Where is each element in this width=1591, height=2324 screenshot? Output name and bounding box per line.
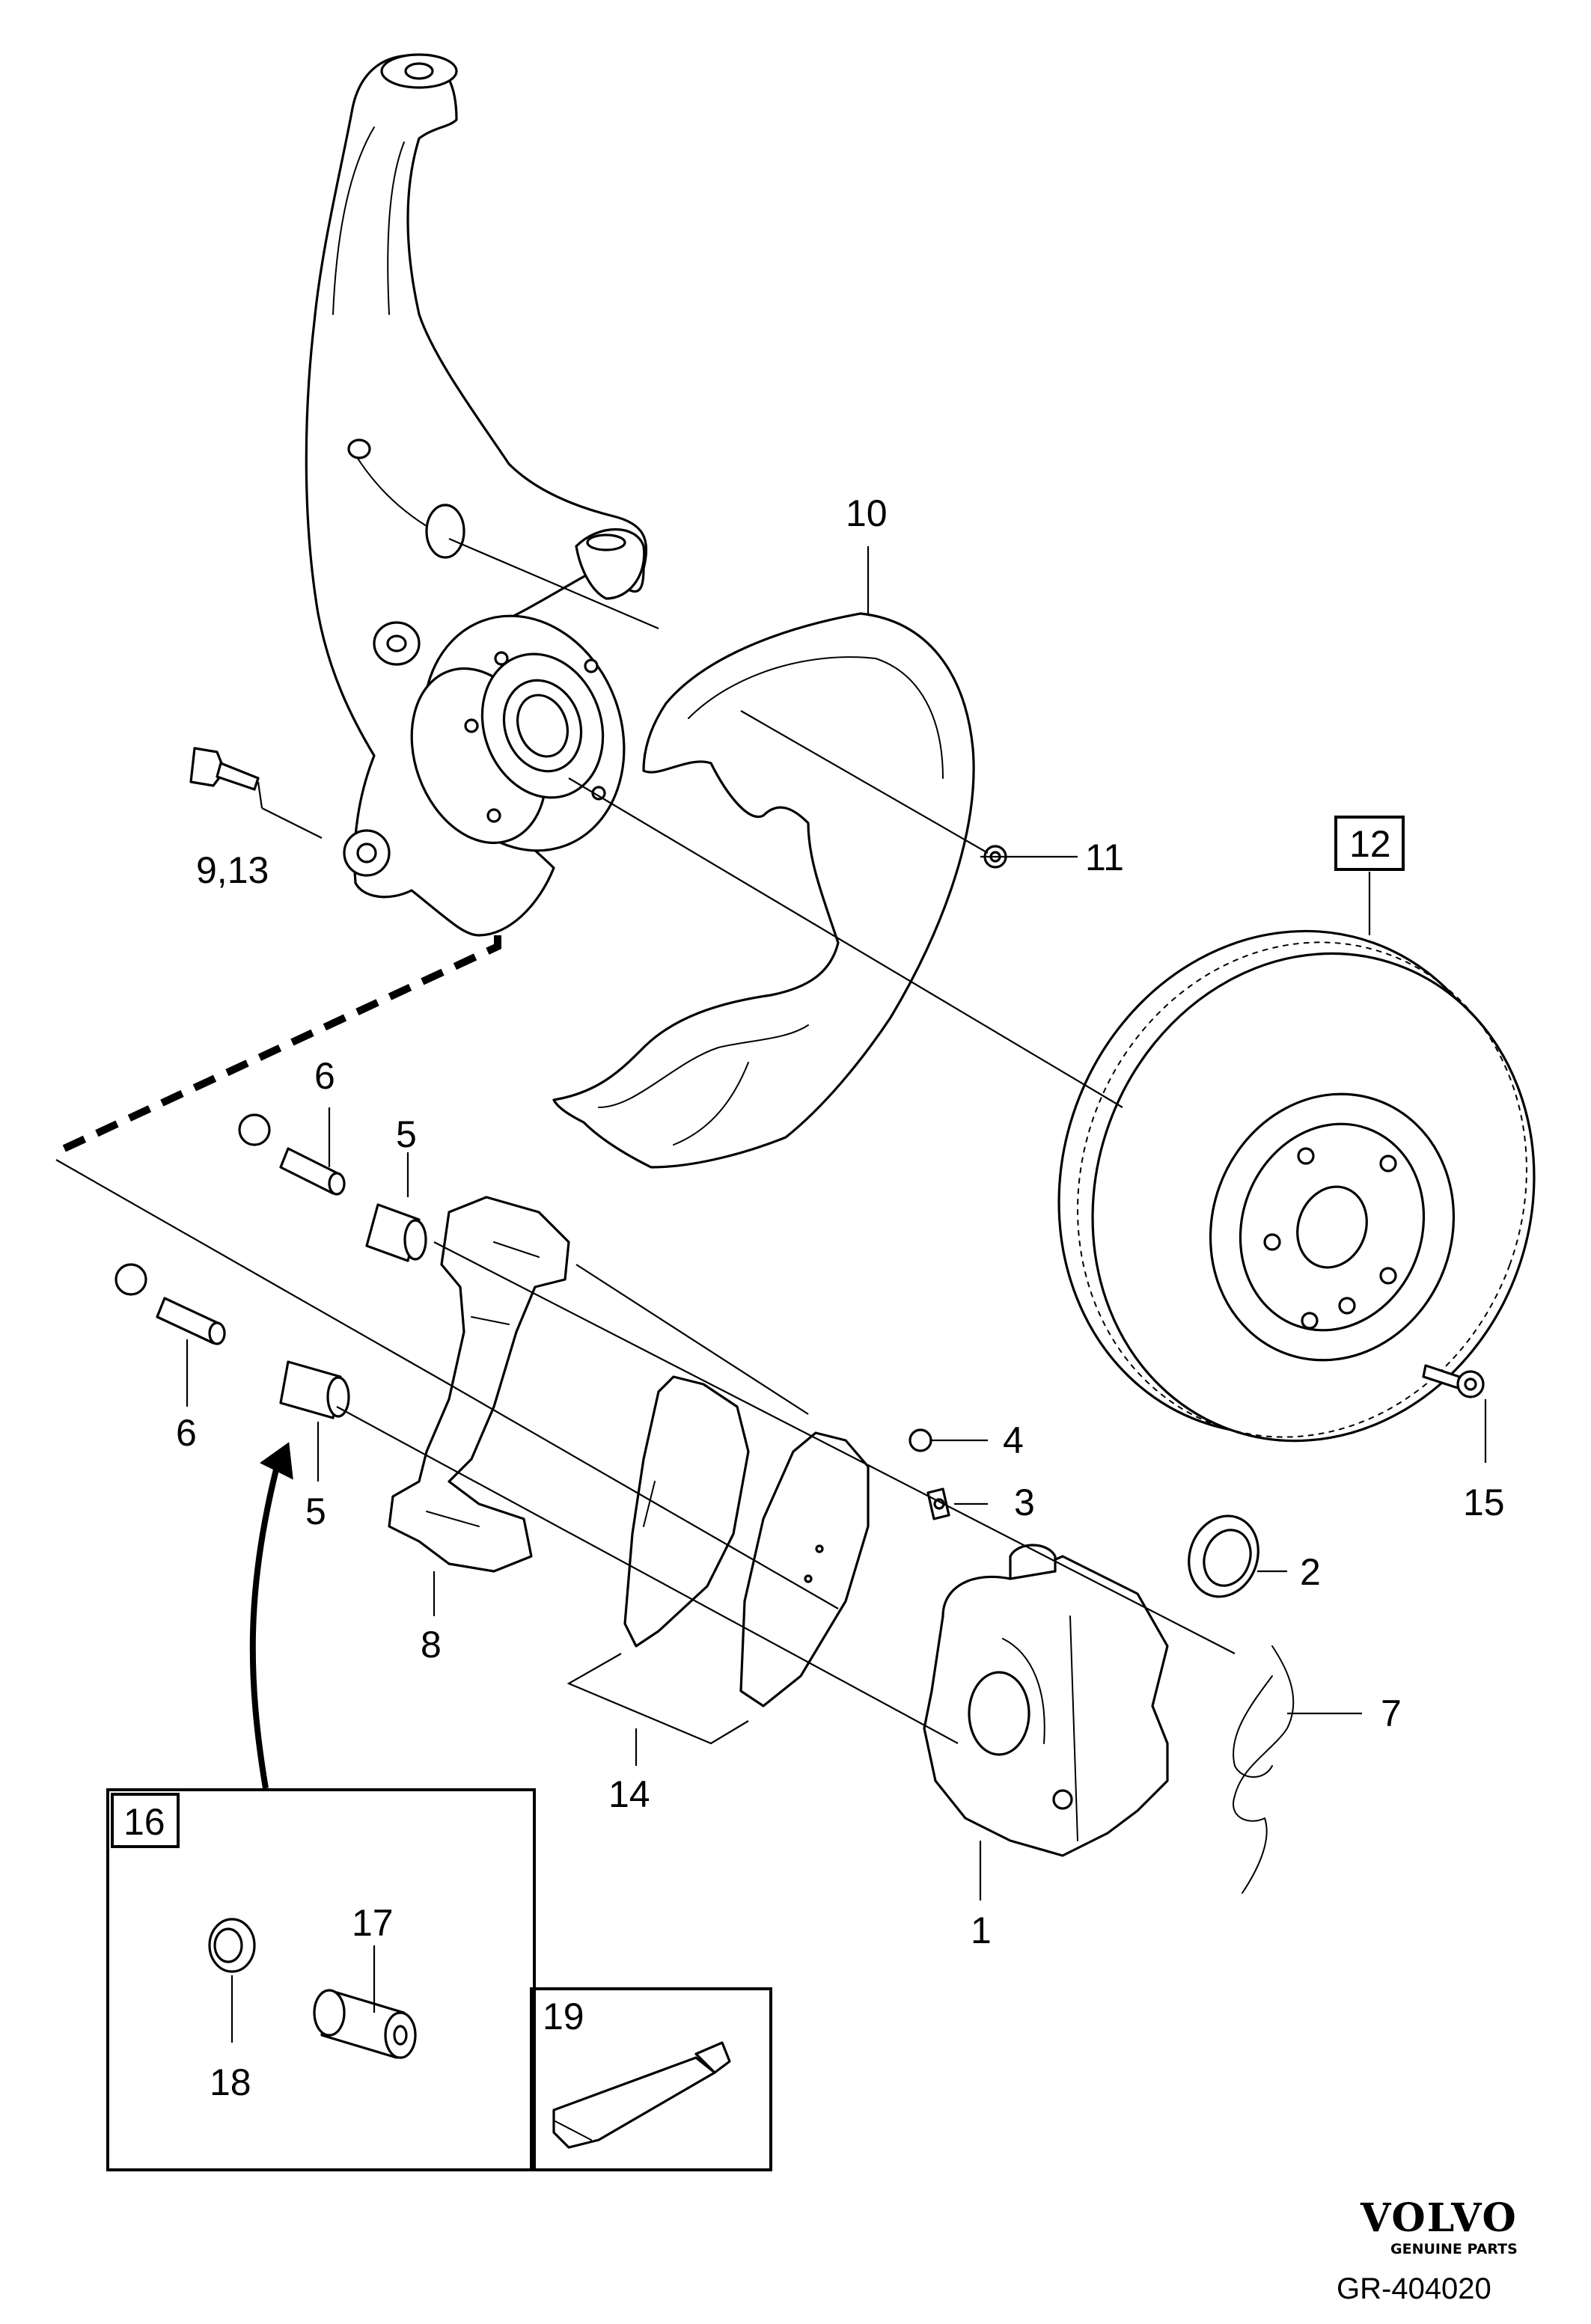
disc-screw: [1422, 1364, 1485, 1398]
callout-8: 8: [421, 1624, 442, 1666]
callout-10: 10: [846, 492, 888, 534]
steering-knuckle: [305, 53, 648, 937]
brake-disc: [1057, 929, 1536, 1443]
bleed-valve-cap: [909, 1428, 932, 1452]
grease-tube: [552, 2041, 731, 2149]
callout-6-top: 6: [314, 1055, 335, 1097]
callout-17: 17: [352, 1902, 394, 1944]
callout-12: 12: [1349, 823, 1391, 865]
dust-shield: [552, 612, 975, 1169]
bleed-screw: [926, 1487, 950, 1520]
bushing-upper: [365, 1203, 427, 1262]
kit-box-16: [106, 1788, 536, 2171]
callout-1: 1: [971, 1909, 992, 1951]
bushing-lower: [279, 1360, 350, 1419]
guide-pin-lower: [114, 1263, 226, 1345]
kit-arrow: [249, 1442, 293, 1789]
callout-11: 11: [1085, 837, 1124, 878]
brake-pad-inner: [623, 1375, 750, 1648]
label-box-12: [1334, 816, 1405, 871]
callout-14: 14: [608, 1773, 650, 1815]
callout-5-top: 5: [396, 1113, 417, 1155]
callout-18: 18: [210, 2061, 251, 2103]
wheel-hub: [410, 614, 626, 852]
callout-5-bottom: 5: [305, 1490, 326, 1532]
anti-rattle-spring: [1233, 1645, 1295, 1894]
callout-16: 16: [123, 1801, 165, 1843]
kit-bushing: [313, 1989, 417, 2059]
callout-3: 3: [1014, 1481, 1035, 1523]
callout-4: 4: [1003, 1419, 1024, 1461]
brake-caliper: [923, 1544, 1169, 1857]
label-box-16: [111, 1793, 180, 1848]
piston-seal: [1188, 1514, 1259, 1598]
callout-6-bottom: 6: [176, 1412, 197, 1454]
brand-tagline: GENUINE PARTS: [1390, 2241, 1518, 2257]
callout-15: 15: [1463, 1481, 1505, 1523]
callout-9-13: 9,13: [196, 849, 269, 891]
leader-lines: [55, 537, 1487, 2043]
guide-pin-upper: [238, 1113, 346, 1196]
brand-name: VOLVO: [1360, 2195, 1518, 2241]
dashed-connector: [54, 935, 501, 1156]
volvo-logo: VOLVO GENUINE PARTS: [1360, 2195, 1518, 2257]
hub-bolt: [189, 747, 260, 791]
callout-labels: 1 2 3 4 5 5 6 6 7 8 9,13 10 11 12 14 15 …: [123, 492, 1505, 2103]
brake-pad-outer: [739, 1431, 870, 1707]
callout-19: 19: [543, 1996, 584, 2037]
caliper-carrier: [388, 1196, 570, 1573]
document-id: GR-404020: [1337, 2272, 1491, 2305]
kit-plug: [208, 1918, 256, 1973]
callout-7: 7: [1381, 1692, 1402, 1734]
kit-box-19: [530, 1987, 772, 2171]
callout-2: 2: [1300, 1551, 1321, 1593]
